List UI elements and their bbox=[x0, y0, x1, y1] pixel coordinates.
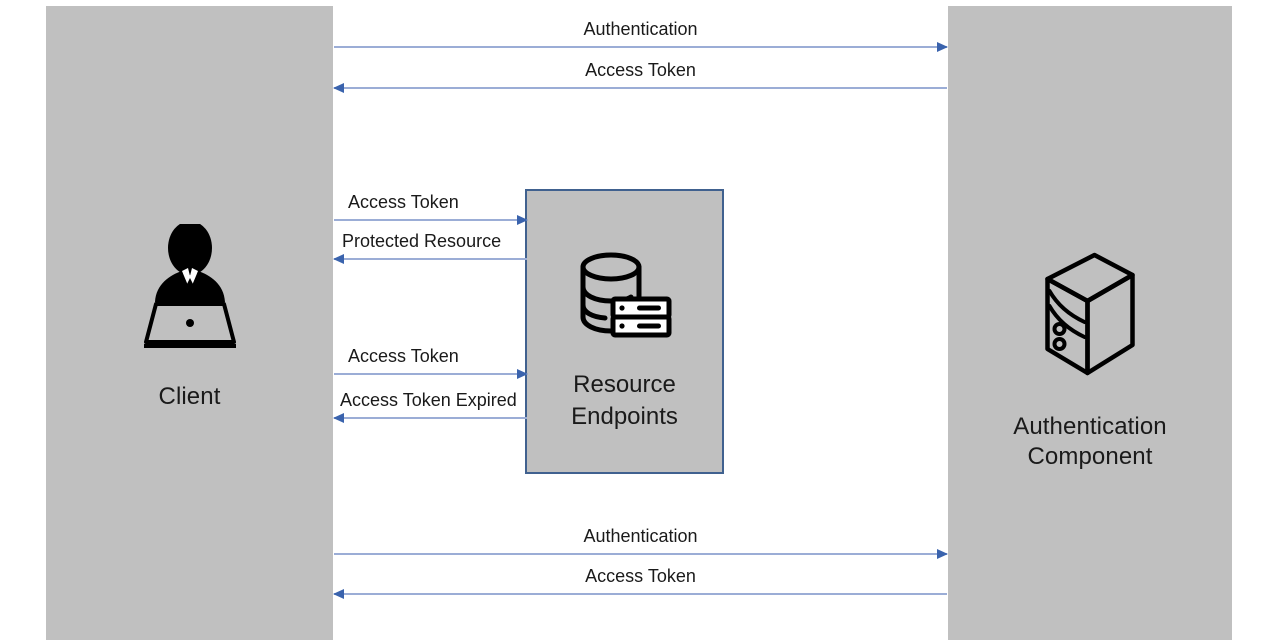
message-caption: Authentication bbox=[583, 526, 698, 546]
resource-endpoints-box: Resource Endpoints bbox=[525, 189, 724, 474]
arrow-head-left-icon bbox=[333, 254, 344, 264]
server-tower-icon bbox=[1038, 249, 1143, 384]
actor-label-authentication-component: Authentication Component bbox=[1013, 413, 1167, 470]
arrow-head-right-icon bbox=[517, 369, 528, 379]
actor-label-client: Client bbox=[158, 383, 221, 410]
arrow-line bbox=[334, 87, 947, 89]
person-at-laptop-icon bbox=[130, 221, 250, 354]
arrow-head-left-icon bbox=[333, 413, 344, 423]
arrow-head-left-icon bbox=[333, 589, 344, 599]
database-server-icon bbox=[575, 249, 675, 344]
arrow-line bbox=[334, 553, 947, 555]
resource-endpoints-label: Resource Endpoints bbox=[571, 371, 678, 430]
message-caption: Access Token bbox=[348, 192, 459, 212]
actor-lane-authentication-component: Authentication Component bbox=[948, 6, 1232, 640]
message-caption: Authentication bbox=[583, 19, 698, 39]
arrow-line bbox=[334, 417, 527, 419]
arrow-line bbox=[334, 219, 527, 221]
arrow-line bbox=[334, 258, 527, 260]
arrow-head-right-icon bbox=[517, 215, 528, 225]
message-caption: Access Token Expired bbox=[340, 390, 517, 410]
arrow-line bbox=[334, 46, 947, 48]
message-caption: Protected Resource bbox=[342, 231, 502, 251]
message-caption: Access Token bbox=[348, 346, 459, 366]
actor-lane-client: Client bbox=[46, 6, 333, 640]
arrow-line bbox=[334, 373, 527, 375]
arrow-line bbox=[334, 593, 947, 595]
arrow-head-left-icon bbox=[333, 83, 344, 93]
arrow-head-right-icon bbox=[937, 42, 948, 52]
message-caption: Access Token bbox=[585, 566, 696, 586]
arrow-head-right-icon bbox=[937, 549, 948, 559]
message-caption: Access Token bbox=[585, 60, 696, 80]
